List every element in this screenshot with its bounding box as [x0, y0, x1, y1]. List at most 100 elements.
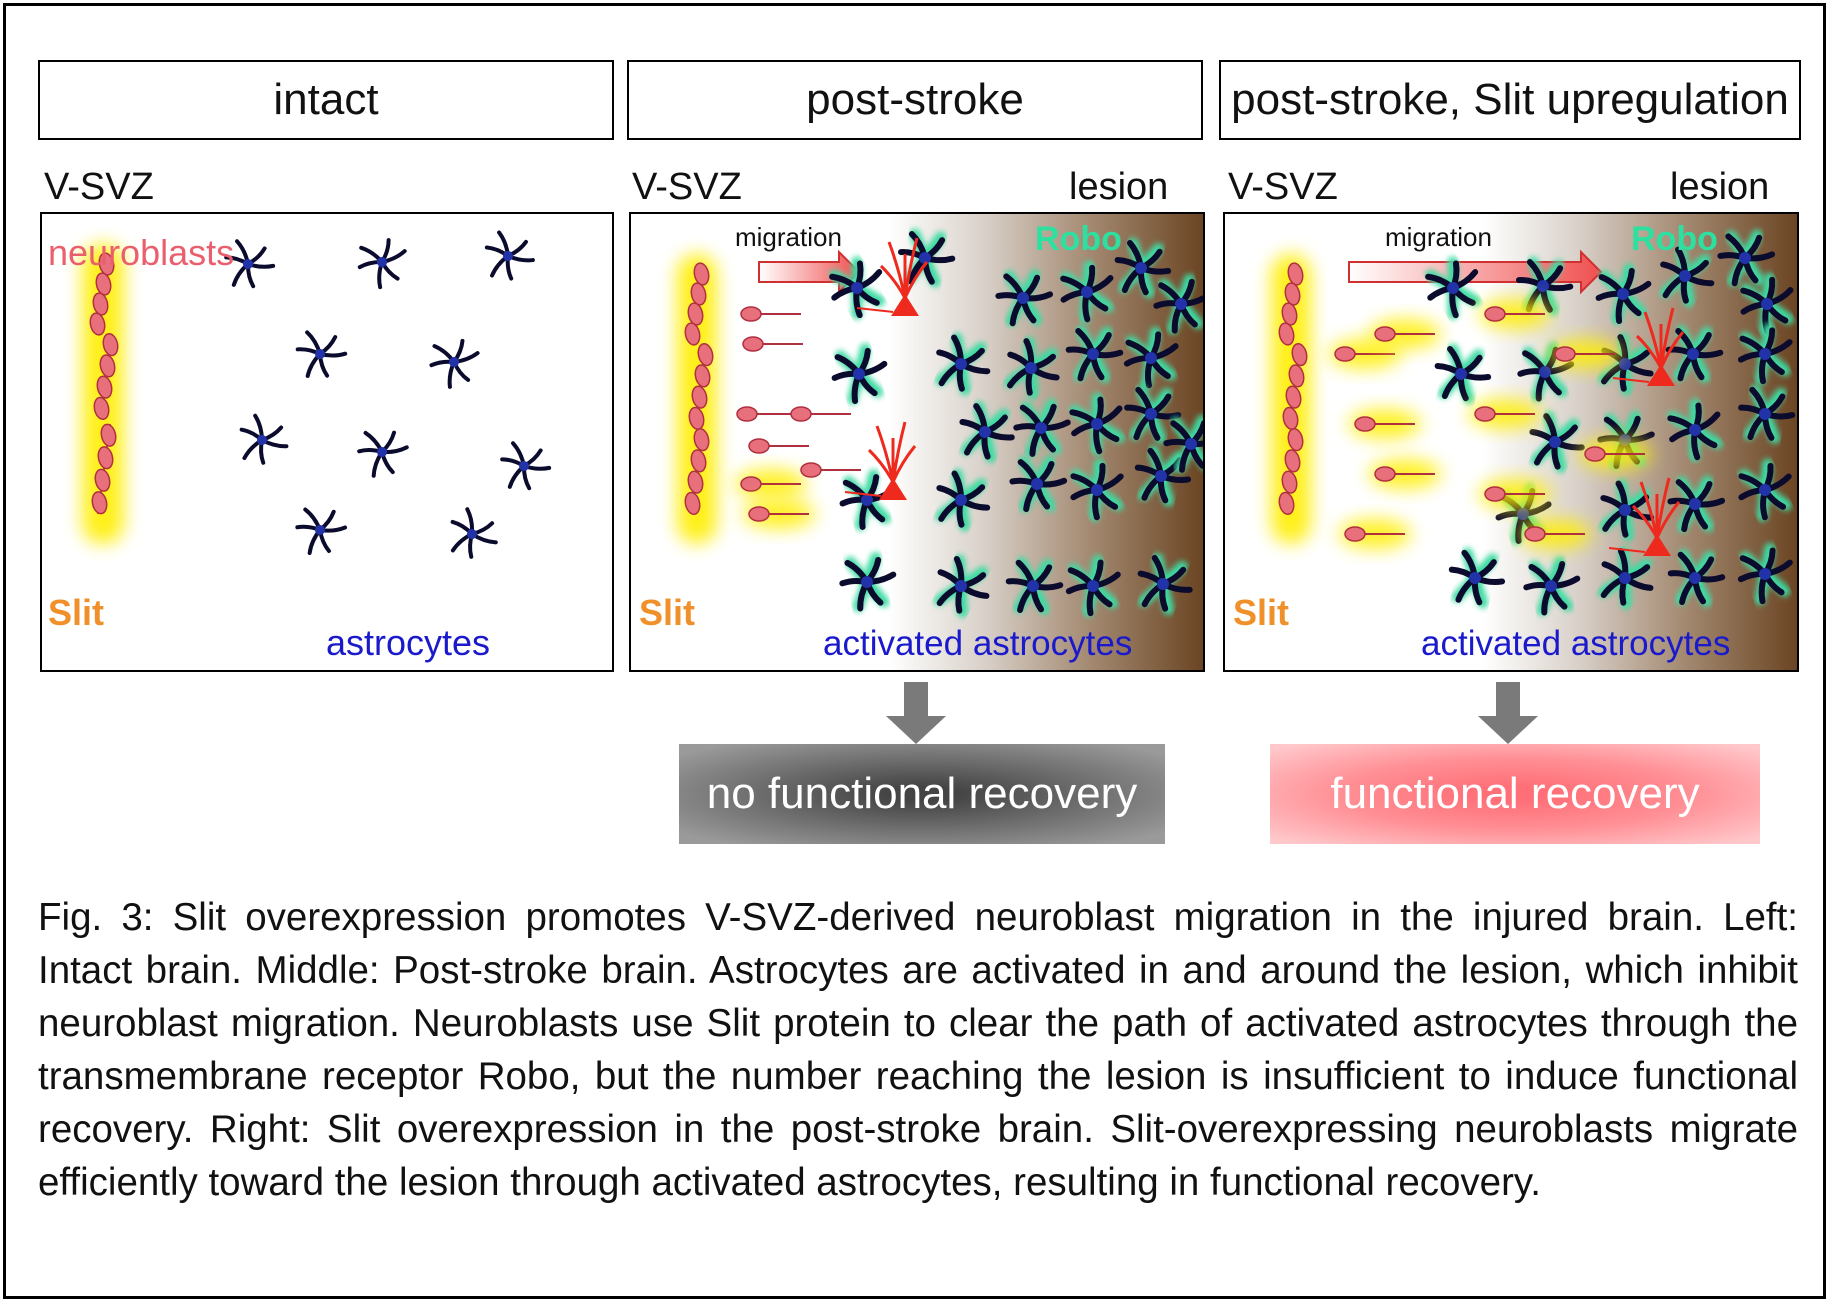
neuroblast-icon	[89, 252, 115, 336]
slit-label-slit-upregulation: Slit	[1233, 592, 1290, 633]
neuroblast-icon	[740, 306, 801, 322]
slit-label-post-stroke: Slit	[639, 592, 696, 633]
neuroblast-icon	[1519, 519, 1591, 549]
activated-astrocyte-icon	[1430, 343, 1492, 405]
slit-label-intact: Slit	[48, 592, 105, 633]
activated-astrocyte-icon	[1067, 458, 1127, 522]
activated-astrocyte-icon	[1663, 549, 1727, 607]
activated-astrocytes-label-slit-upregulation: activated astrocytes	[1421, 624, 1730, 664]
astrocyte-icon	[357, 238, 407, 290]
lesion-label-post-stroke: lesion	[1069, 166, 1169, 208]
reactive-neuron-icon	[856, 237, 929, 316]
activated-astrocyte-icon	[1002, 336, 1060, 400]
vsvz-label-post-stroke: V-SVZ	[632, 166, 742, 208]
down-arrow-icon	[1478, 682, 1538, 744]
post-stroke-diagram	[677, 228, 1203, 618]
figure-caption: Fig. 3: Slit overexpression promotes V-S…	[38, 896, 1798, 1204]
panel-header-intact: intact	[38, 60, 614, 140]
activated-astrocyte-icon	[828, 256, 886, 320]
astrocytes-word: astrocytes	[972, 624, 1133, 663]
activated-astrocyte-icon	[1061, 325, 1125, 383]
intact-diagram	[82, 230, 552, 559]
activated-astrocyte-icon	[1519, 556, 1583, 616]
outcome-functional-recovery: functional recovery	[1270, 744, 1760, 844]
neuroblast-icon	[684, 262, 710, 346]
neuroblast-icon	[743, 499, 815, 529]
neuroblast-icon	[1479, 299, 1551, 329]
activated-astrocyte-icon	[1655, 244, 1715, 308]
astrocytes-word: astrocytes	[1570, 624, 1731, 663]
vsvz-label-slit-upregulation: V-SVZ	[1228, 166, 1338, 208]
astrocyte-icon	[500, 441, 552, 491]
activated-astrocyte-icon	[1110, 237, 1172, 299]
astrocyte-icon	[295, 507, 348, 555]
activated-astrocyte-icon	[1121, 326, 1181, 390]
neuroblast-icon	[1339, 519, 1411, 549]
astrocyte-icon	[429, 338, 480, 389]
activated-astrocyte-icon	[1424, 256, 1482, 320]
neuroblast-icon	[1349, 409, 1421, 439]
neuroblast-icon	[748, 438, 809, 454]
activated-astrocyte-icon	[1001, 557, 1065, 615]
activated-astrocyte-icon	[1713, 229, 1777, 287]
activated-astrocyte-icon	[1733, 384, 1797, 444]
panel-intact: neuroblasts Slit astrocytes	[40, 212, 614, 672]
reactive-neuron-icon	[1608, 477, 1681, 556]
activated-astrocyte-icon	[1734, 542, 1796, 606]
neuroblast-icon	[735, 469, 807, 499]
neuroblast-icon	[1549, 339, 1621, 369]
activated-astrocyte-icon	[1661, 325, 1725, 383]
activated-astrocyte-icon	[1005, 455, 1069, 513]
reactive-neuron-icon	[1612, 307, 1685, 386]
migration-label-slit-upregulation: migration	[1385, 222, 1492, 252]
neuroblast-icon	[1278, 428, 1304, 515]
activated-astrocyte-icon	[1009, 398, 1073, 458]
neuroblast-icon	[736, 406, 797, 422]
neuroblast-icon	[1282, 343, 1308, 430]
activated-astrocyte-icon	[954, 401, 1016, 463]
neuroblast-icon	[800, 462, 861, 478]
activated-astrocyte-icon	[1663, 475, 1727, 533]
activated-astrocyte-icon	[1595, 478, 1655, 542]
activated-astrocytes-label-post-stroke: activated astrocytes	[823, 624, 1132, 664]
activated-astrocyte-icon	[1666, 398, 1724, 462]
figure-frame: intact V-SVZ neuroblasts Slit astrocytes…	[3, 3, 1826, 1299]
neuroblast-icon	[742, 336, 803, 352]
neuroblast-icon	[684, 428, 710, 515]
neuroblast-icon	[688, 343, 714, 430]
activated-astrocyte-icon	[1057, 260, 1117, 324]
astrocyte-icon	[450, 507, 498, 559]
neuroblast-icon	[1579, 439, 1651, 469]
activated-astrocyte-icon	[1068, 392, 1126, 456]
activated-astrocyte-icon	[1062, 554, 1124, 618]
neuroblast-icon	[1278, 262, 1304, 346]
down-arrow-icon	[886, 682, 946, 744]
astrocyte-icon	[357, 430, 409, 478]
activated-word: activated	[823, 624, 964, 663]
panel-header-slit-upregulation: post-stroke, Slit upregulation	[1219, 60, 1801, 140]
activated-astrocyte-icon	[1132, 553, 1194, 615]
astrocyte-icon	[295, 330, 348, 378]
neuroblast-icon	[93, 333, 119, 420]
activated-astrocyte-icon	[991, 269, 1055, 327]
activated-astrocyte-icon	[836, 469, 898, 531]
activated-astrocyte-icon	[828, 343, 890, 405]
activated-astrocyte-icon	[1592, 263, 1654, 325]
activated-astrocyte-icon	[1130, 445, 1192, 507]
activated-astrocyte-icon	[1735, 322, 1795, 386]
neuroblast-icon	[790, 406, 851, 422]
neuroblasts-label: neuroblasts	[48, 232, 235, 273]
astrocytes-label-intact: astrocytes	[326, 622, 491, 663]
activated-astrocyte-icon	[1444, 547, 1506, 609]
vsvz-label-intact: V-SVZ	[44, 166, 154, 208]
activated-astrocyte-icon	[1735, 458, 1795, 522]
neuroblast-icon	[91, 423, 117, 515]
neuroblast-icon	[1469, 399, 1541, 429]
activated-astrocyte-icon	[1524, 411, 1586, 473]
migration-label-post-stroke: migration	[735, 222, 842, 252]
slit-upregulation-diagram	[1271, 229, 1797, 616]
activated-astrocyte-icon	[931, 468, 991, 532]
activated-astrocyte-icon	[1119, 384, 1183, 444]
activated-astrocyte-icon	[932, 554, 990, 618]
panel-post-stroke: migration Robo Slit activated astrocytes	[629, 212, 1205, 672]
